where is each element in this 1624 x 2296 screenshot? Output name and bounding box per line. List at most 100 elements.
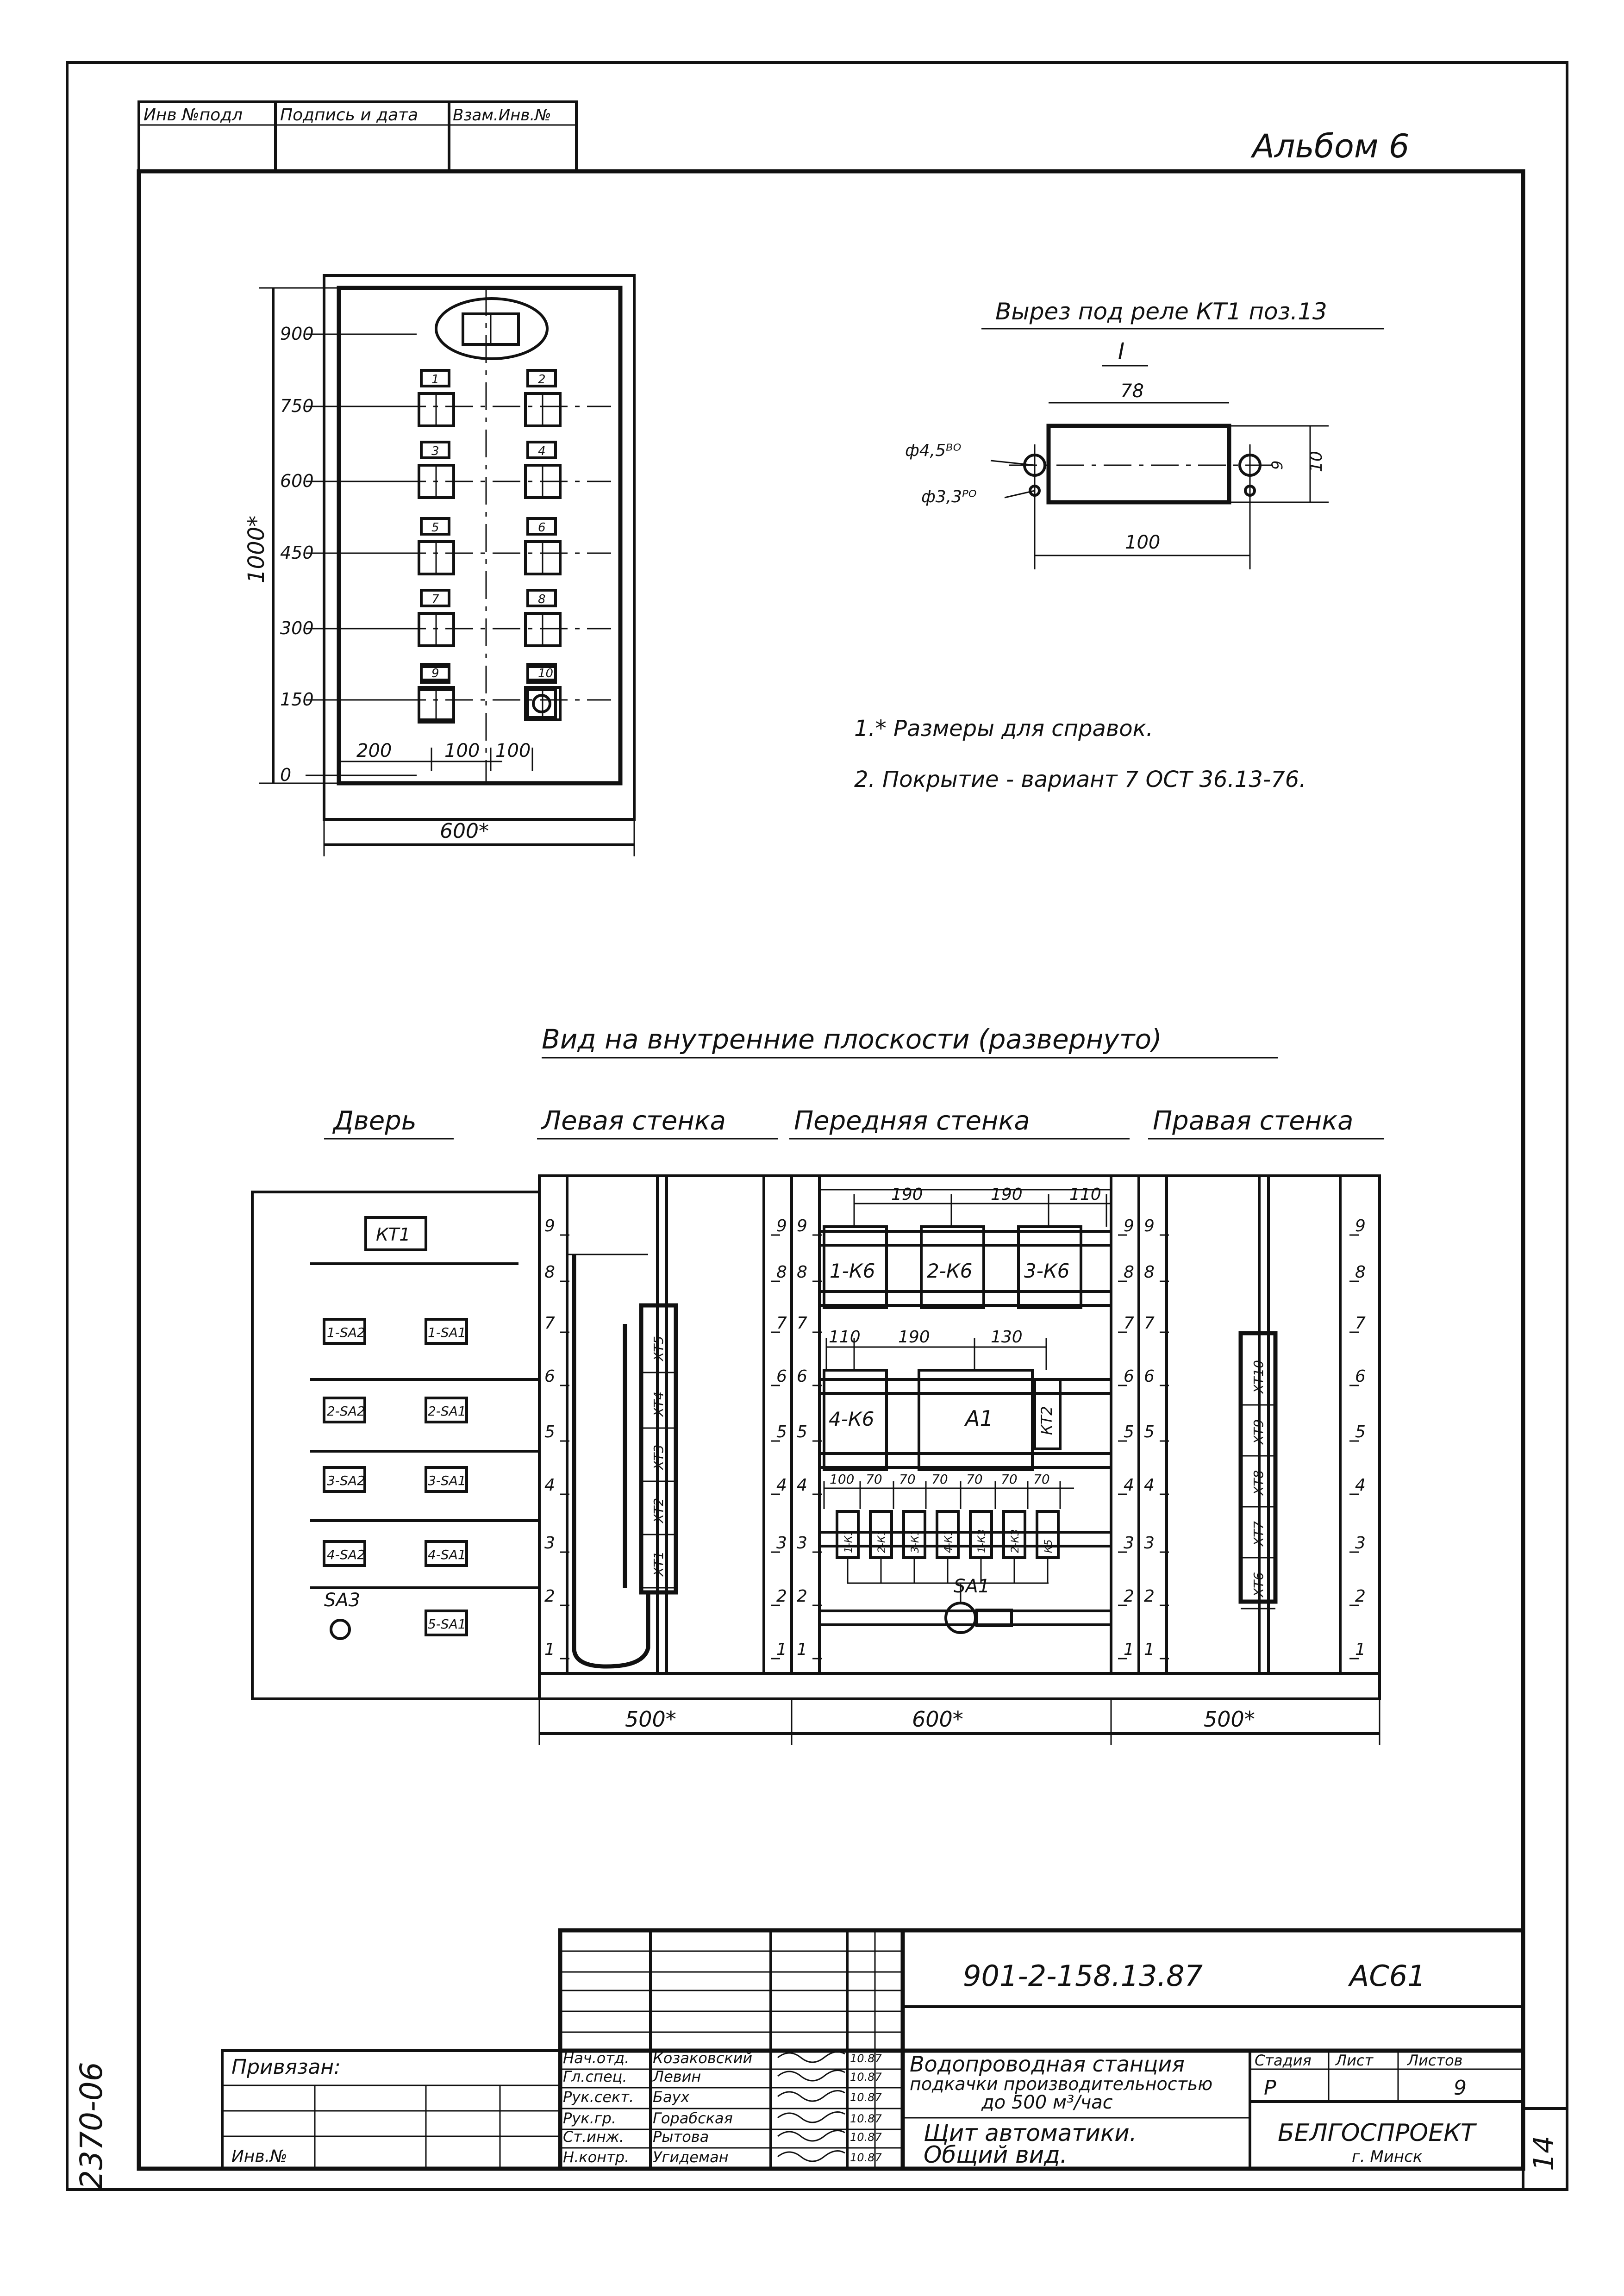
door-sa1-label-0: 1-SA1 [428,1325,466,1340]
right-terminal-strip [1238,1331,1278,1604]
scale-5-7: 2 [1355,1587,1366,1606]
stamp-replace-inv: Взам.Инв.№ [453,106,551,125]
date-1: 10.87 [850,2071,882,2084]
scale-1-7: 2 [776,1587,787,1606]
cell-label-box-5 [526,517,557,536]
door-sa1-box-1 [425,1397,468,1423]
cutout-dim-bottom: 100 [1125,532,1160,553]
scale-3-8: 1 [1124,1640,1134,1659]
width-dim: 600* [440,819,489,843]
name-0: Козаковский [653,2049,752,2067]
signature-1 [777,2070,845,2082]
doc-mark: АС61 [1348,1959,1426,1993]
dim-left-wall: 500* [625,1707,676,1732]
cell-label-0: 1 [431,373,439,387]
name-1: Левин [652,2068,701,2085]
top-stamp: Инв №подл Подпись и дата Взам.Инв.№ [137,100,578,173]
signature-5 [777,2150,845,2162]
small-dim-0: 100 [830,1472,854,1487]
scale-5-8: 1 [1355,1640,1366,1659]
cell-label-box-6 [420,589,450,607]
bottom-dim-1: 200 [356,740,392,761]
small-dim-4: 70 [966,1472,983,1487]
scale-4-4: 5 [1144,1423,1155,1441]
date-0: 10.87 [850,2052,882,2065]
scale-2-4: 5 [797,1423,807,1441]
door-sa2-box-1 [323,1397,366,1423]
role-0: Нач.отд. [563,2049,629,2067]
relay-top-label-0: 1-К6 [830,1260,875,1282]
right-terminal-1: ХТ9 [1251,1419,1266,1445]
cell-label-box-9b [526,665,557,684]
signature-3 [777,2111,845,2123]
scale-3-0: 9 [1124,1217,1134,1235]
top-dim-2: 110 [1069,1185,1101,1204]
cell-label-box-8b [420,665,450,684]
cell-label-3: 4 [538,444,546,458]
fuse-fu1 [975,1609,1013,1627]
scale-1-1: 8 [776,1263,787,1282]
small-dim-3: 70 [931,1472,948,1487]
kt1-oval [435,297,549,360]
sheet-line-2: Общий вид. [924,2141,1068,2168]
role-3: Рук.гр. [563,2109,616,2127]
scale-3-4: 5 [1124,1423,1134,1441]
name-5: Угидеман [653,2148,729,2166]
cell-label-8: 9 [431,667,439,680]
cell-label-5: 6 [538,521,546,535]
scale-3-2: 7 [1124,1314,1134,1333]
left-terminal-4: ХТ1 [651,1551,666,1577]
bottom-dim-3: 100 [495,740,531,761]
stage-value: Р [1264,2076,1276,2100]
relay-top-label-1: 2-К6 [927,1260,972,1282]
door-sa1-label-4: 5-SA1 [428,1616,466,1632]
signature-2 [777,2090,845,2102]
small-relay-label-2: 3-К1 [910,1529,921,1553]
name-3: Горабская [653,2109,733,2127]
stamp-inv-no: Инв №подл [144,106,243,125]
dim-right-wall: 500* [1204,1707,1255,1732]
scale-1-8: 1 [776,1640,787,1659]
scale-5-6: 3 [1355,1534,1366,1553]
section-front: Передняя стенка [794,1106,1030,1136]
cutout-dim-right: 10 [1307,451,1326,472]
small-dim-5: 70 [1001,1472,1018,1487]
scale-0-3: 6 [544,1367,555,1386]
relay-mid-label-1: А1 [964,1406,993,1431]
project-line-1: Водопроводная станция [910,2052,1185,2077]
stage-label: Стадия [1255,2052,1312,2069]
left-terminal-strip [639,1303,678,1595]
scale-4-7: 2 [1144,1587,1155,1606]
small-dim-6: 70 [1033,1472,1050,1487]
date-5: 10.87 [850,2151,882,2164]
right-terminal-0: ХТ10 [1251,1360,1266,1394]
right-terminal-2: ХТ8 [1251,1470,1266,1496]
left-terminal-1: ХТ4 [651,1391,666,1417]
cell-label-box-1 [526,369,557,387]
door-kt1 [364,1216,427,1251]
scale-1-2: 7 [776,1314,787,1333]
door-sa2-box-2 [323,1466,366,1493]
scale-0-5: 4 [544,1476,555,1495]
sheet-border [66,61,1568,2191]
door-sa1-label-2: 3-SA1 [428,1473,466,1488]
section-door: Дверь [332,1106,417,1136]
sa3-lamp [330,1619,351,1640]
relay-top-label-2: 3-К6 [1024,1260,1069,1282]
small-relay-label-3: 4-К1 [943,1529,955,1553]
cell-label-box-7 [526,589,557,607]
cell-label-4: 5 [431,521,439,535]
right-terminal-4: ХТ6 [1251,1572,1266,1598]
panel-door [337,286,623,786]
note-2: 2. Покрытие - вариант 7 ОСТ 36.13-76. [854,767,1306,792]
cell-label-9: 10 [538,667,553,680]
relay-4k6 [823,1369,888,1471]
scale-0-1: 8 [544,1263,555,1282]
mid-dim-2: 130 [991,1328,1023,1347]
section-mark: I [1118,338,1124,364]
relay-kt2 [1033,1378,1062,1450]
project-line-2: подкачки производительностью [910,2074,1212,2094]
bottom-dimensions: 500* 600* 500* [538,1699,1380,1745]
scale-4-2: 7 [1144,1314,1155,1333]
